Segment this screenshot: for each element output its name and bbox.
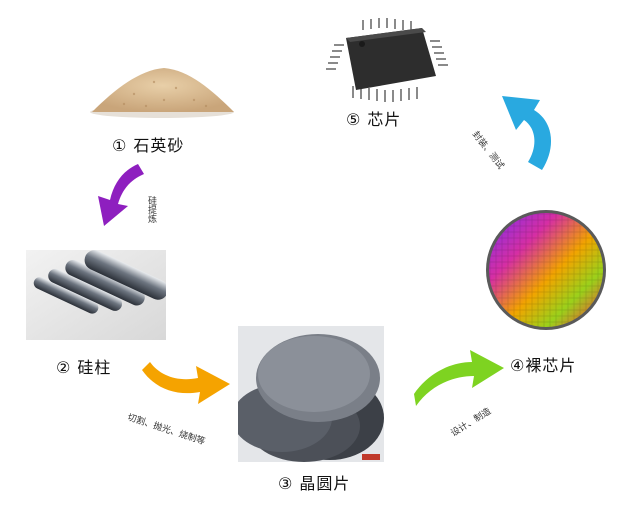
arrow-package-icon: [502, 96, 552, 170]
process-label-purify: 硅提炼: [146, 196, 156, 223]
arrow-fabricate-icon: [414, 350, 504, 406]
stage-label-quartz-sand: ① 石英砂: [112, 136, 185, 155]
stage-label-chip: ⑤ 芯片: [346, 110, 402, 129]
silicon-rod-image: [26, 250, 166, 340]
stage-label-bare-die: ④裸芯片: [510, 356, 577, 375]
stage-label-silicon-rod: ② 硅柱: [56, 358, 112, 377]
wafer-image: [238, 326, 384, 462]
stage-label-wafer: ③ 晶圆片: [278, 474, 351, 493]
arrow-purify-icon: [98, 164, 144, 226]
chip-image: [326, 18, 448, 102]
process-label-slice: 切割、抛光、烧制等: [125, 412, 207, 448]
quartz-sand-image: [90, 68, 234, 118]
bare-die-image: [486, 210, 606, 330]
arrow-slice-icon: [142, 362, 230, 404]
